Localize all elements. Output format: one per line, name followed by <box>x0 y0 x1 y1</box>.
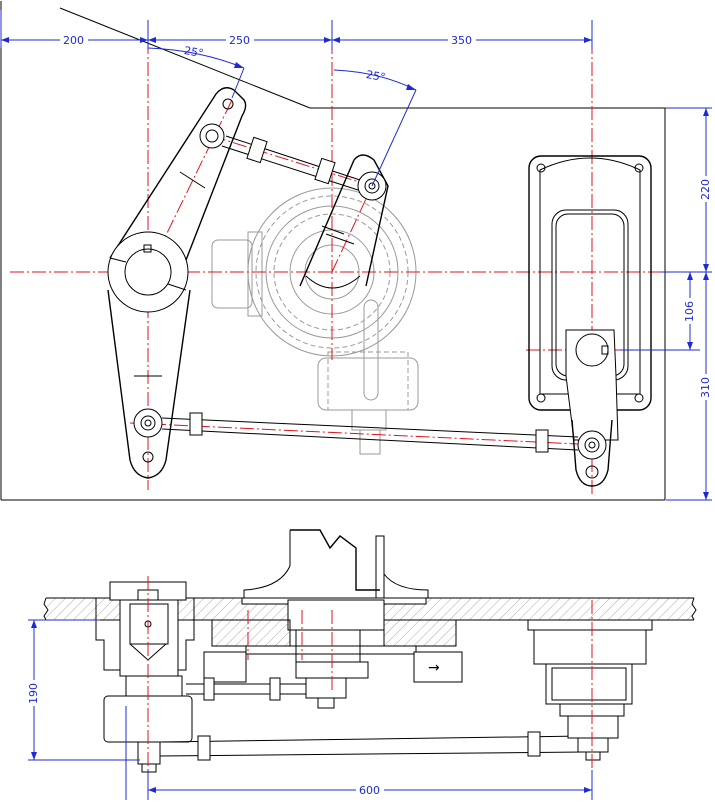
angle-right-label: 25° <box>365 68 386 84</box>
right-bearing-side <box>527 619 653 761</box>
dim-220-label: 220 <box>699 179 712 200</box>
dim-250-bg <box>226 32 254 46</box>
dim-106-label: 106 <box>683 301 696 322</box>
direction-arrow-label: → <box>428 660 440 676</box>
dim-200-label: 200 <box>63 34 84 47</box>
dim-200-bg <box>60 32 88 46</box>
upper-rod-centerline <box>211 135 373 187</box>
dim-600-bg <box>356 782 384 796</box>
plate-break-right <box>691 597 697 621</box>
dim-190-bg <box>26 680 40 706</box>
plate-chamfer-edge <box>59 7 311 109</box>
plate-break-left <box>43 597 49 621</box>
right-bearing-housing <box>528 155 652 487</box>
hidden-gearbox <box>211 187 419 455</box>
dim-250-label: 250 <box>229 34 250 47</box>
dim-190-label: 190 <box>27 683 40 704</box>
plan-view: 200 250 350 25° 25° <box>0 1 712 501</box>
dim-600-label: 600 <box>359 784 380 797</box>
side-view: → <box>26 529 697 800</box>
angle-dimensions <box>147 47 417 187</box>
dim-220-bg <box>698 176 712 202</box>
dim-310-label: 310 <box>699 377 712 398</box>
dim-350-bg <box>448 32 476 46</box>
left-bell-crank <box>107 87 247 479</box>
dim-350-label: 350 <box>451 34 472 47</box>
lower-rod-centerline <box>129 422 601 446</box>
side-rods <box>159 677 585 761</box>
lower-connecting-rod <box>161 412 579 453</box>
center-lever-centerline <box>331 185 373 273</box>
dim-310-bg <box>698 374 712 400</box>
top-dimensions <box>0 10 593 50</box>
gearbox-body <box>203 529 463 683</box>
angle-left-label: 25° <box>183 44 204 60</box>
upper-connecting-rod <box>221 135 361 191</box>
dim-106-bg <box>682 298 696 324</box>
